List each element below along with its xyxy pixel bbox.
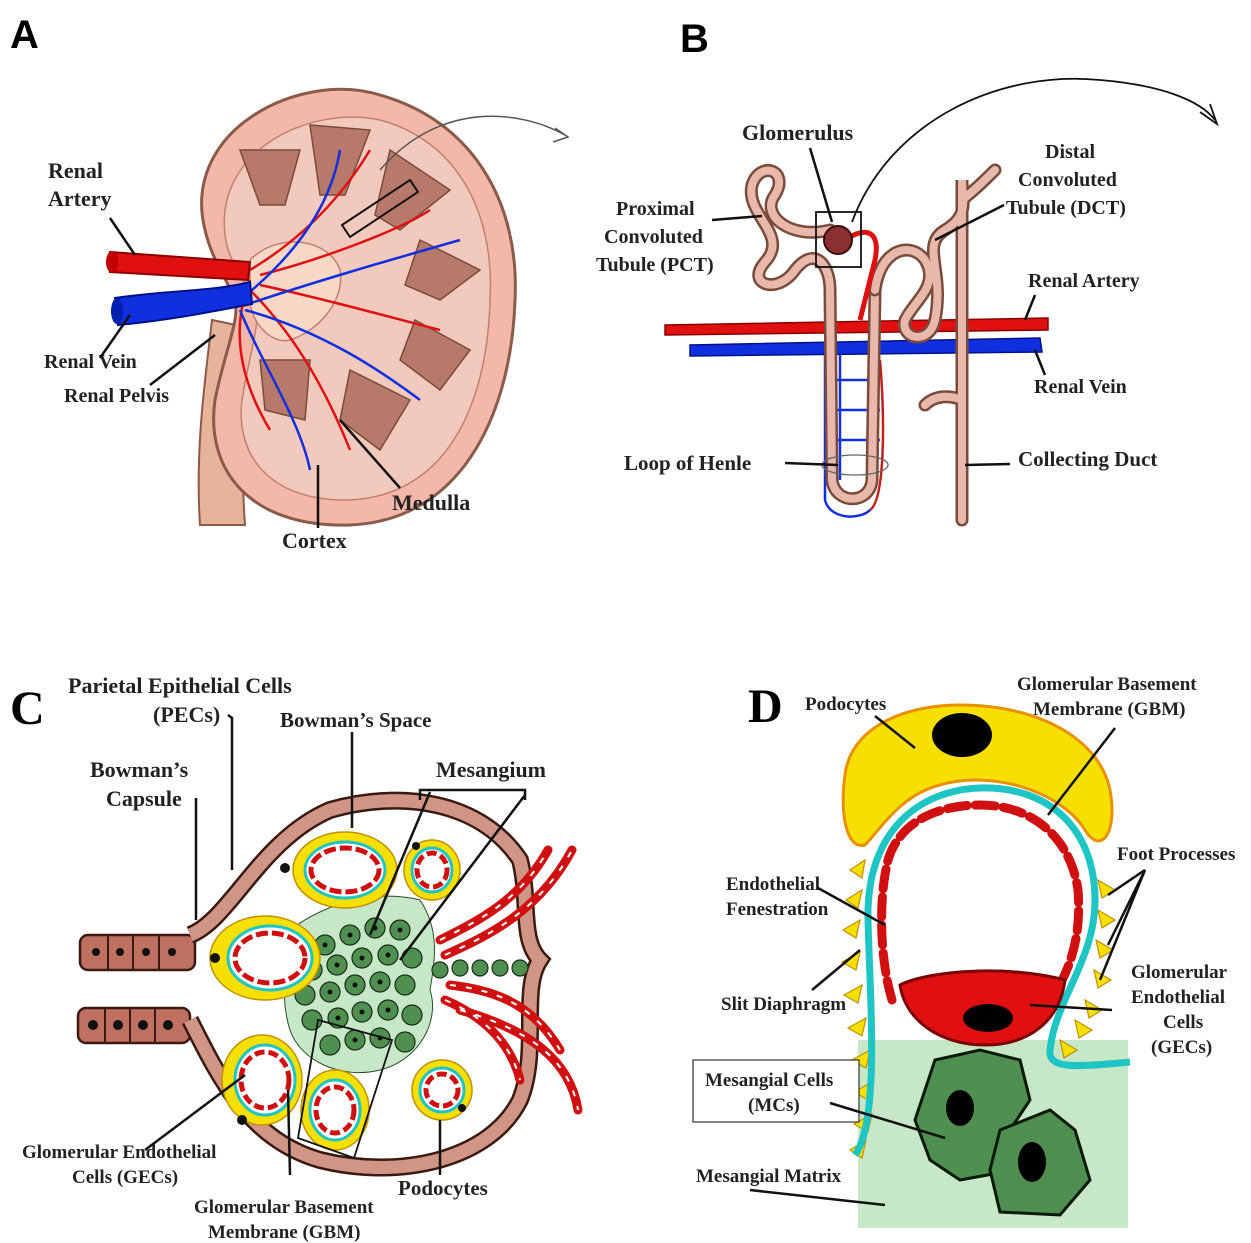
- renal-vein: [115, 282, 252, 325]
- label-d-gecs-2: Endothelial: [1131, 987, 1225, 1008]
- renal-vein-end: [111, 298, 123, 324]
- label-renal-artery-2: Artery: [48, 186, 112, 211]
- label-mesangial-matrix: Mesangial Matrix: [696, 1166, 842, 1187]
- glomerulus: [824, 226, 852, 254]
- panel-d: D Podocytes: [693, 674, 1235, 1228]
- renal-artery-end: [106, 251, 118, 273]
- tubule-cells-upper: [80, 935, 195, 970]
- label-mcs-2: (MCs): [748, 1095, 800, 1116]
- leader-collecting-duct: [965, 464, 1010, 465]
- label-d-podocytes: Podocytes: [805, 694, 886, 715]
- leader-slit-diaphragm: [812, 950, 860, 990]
- label-dct-2: Convoluted: [1018, 169, 1117, 191]
- label-dct-3: Tubule (DCT): [1006, 197, 1126, 219]
- label-mcs-1: Mesangial Cells: [705, 1070, 833, 1091]
- tubule-cells-lower: [78, 1008, 190, 1043]
- label-loop-of-henle: Loop of Henle: [624, 451, 751, 475]
- label-d-gbm-1: Glomerular Basement: [1017, 674, 1197, 695]
- leader-renal-artery: [110, 218, 135, 255]
- label-dct-1: Distal: [1045, 141, 1095, 163]
- label-slit-diaphragm: Slit Diaphragm: [721, 994, 846, 1015]
- label-b-renal-vein: Renal Vein: [1034, 376, 1127, 398]
- label-endo-fen-2: Fenestration: [726, 899, 829, 920]
- podocyte-nucleus: [932, 713, 992, 757]
- label-renal-vein: Renal Vein: [44, 351, 137, 373]
- gec-nucleus: [963, 1004, 1013, 1032]
- panel-b: B: [596, 17, 1217, 520]
- capillary-6: [412, 1060, 472, 1120]
- leader-c-gecs: [145, 1075, 245, 1150]
- label-c-gbm-2: Membrane (GBM): [208, 1222, 360, 1243]
- label-foot-processes: Foot Processes: [1117, 844, 1235, 865]
- mesangial-nucleus-2: [1018, 1142, 1046, 1182]
- label-bowmans-capsule-1: Bowman’s: [90, 757, 189, 782]
- label-c-gbm-1: Glomerular Basement: [194, 1197, 374, 1218]
- capillary-4: [222, 1035, 302, 1125]
- label-pct-3: Tubule (PCT): [596, 254, 714, 276]
- leader-glomerulus: [810, 148, 832, 222]
- label-d-gecs-1: Glomerular: [1131, 962, 1228, 983]
- label-c-podocytes: Podocytes: [398, 1176, 488, 1200]
- label-collecting-duct: Collecting Duct: [1018, 447, 1157, 471]
- capillary-5: [301, 1070, 369, 1150]
- nephron-renal-artery: [665, 318, 1048, 335]
- label-medulla: Medulla: [392, 490, 470, 515]
- label-endo-fen-1: Endothelial: [726, 874, 820, 895]
- label-pct-1: Proximal: [616, 198, 695, 220]
- leader-b-renal-vein: [1035, 350, 1045, 375]
- panel-a: A: [10, 13, 568, 553]
- panel-b-letter: B: [680, 17, 709, 61]
- label-d-gbm-2: Membrane (GBM): [1033, 699, 1185, 720]
- label-pecs-1: Parietal Epithelial Cells: [68, 673, 292, 698]
- label-renal-pelvis: Renal Pelvis: [64, 385, 169, 407]
- label-c-gecs-2: Cells (GECs): [72, 1167, 178, 1188]
- label-cortex: Cortex: [282, 528, 347, 553]
- label-b-renal-artery: Renal Artery: [1028, 270, 1140, 292]
- panel-c-letter: C: [10, 682, 45, 735]
- panel-a-letter: A: [10, 13, 39, 57]
- panel-d-letter: D: [748, 680, 783, 733]
- label-bowmans-capsule-2: Capsule: [106, 786, 182, 811]
- label-bowmans-space: Bowman’s Space: [280, 708, 431, 732]
- leader-b-renal-artery: [1025, 295, 1035, 320]
- pct-tubule: [751, 171, 875, 499]
- label-mesangium: Mesangium: [436, 757, 546, 782]
- nephron-renal-vein: [690, 338, 1042, 356]
- label-pct-2: Convoluted: [604, 226, 703, 248]
- label-glomerulus: Glomerulus: [742, 120, 854, 145]
- label-pecs-2: (PECs): [153, 702, 220, 727]
- mesangial-nucleus-1: [946, 1090, 974, 1126]
- label-d-gecs-4: (GECs): [1151, 1037, 1212, 1058]
- label-c-gecs-1: Glomerular Endothelial: [22, 1142, 216, 1163]
- label-renal-artery-1: Renal: [48, 158, 103, 183]
- capillary-3: [210, 916, 320, 1000]
- leader-pecs: [228, 715, 232, 870]
- panel-c: C: [10, 673, 578, 1243]
- label-d-gecs-3: Cells: [1163, 1012, 1203, 1033]
